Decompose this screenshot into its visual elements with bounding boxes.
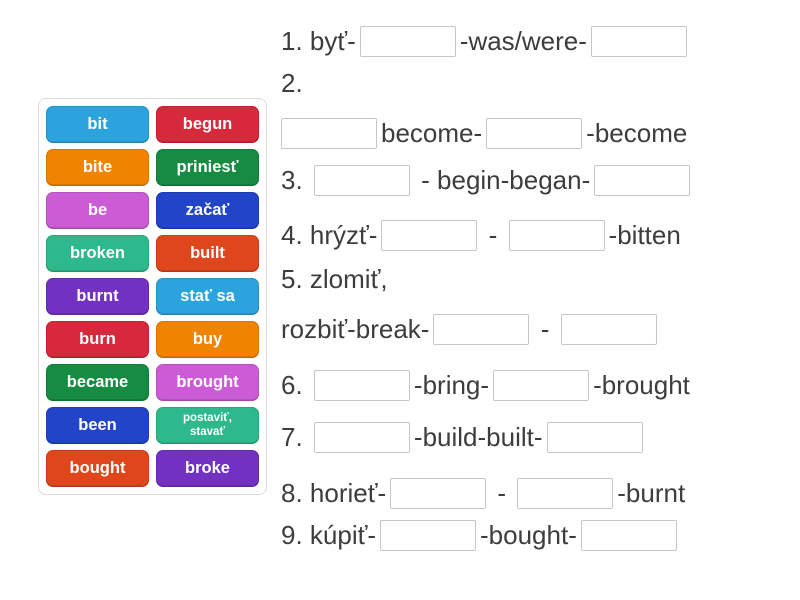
word-tile[interactable]: postaviť, stavať xyxy=(156,407,259,444)
exercise-text: 7. xyxy=(281,421,310,452)
answer-blank[interactable] xyxy=(381,219,478,251)
exercise-line-6: 6. -bring- -brought xyxy=(281,368,690,402)
answer-blank[interactable] xyxy=(486,117,583,149)
answer-blank[interactable] xyxy=(517,477,614,509)
answer-blank[interactable] xyxy=(560,313,657,345)
answer-blank[interactable] xyxy=(546,421,643,453)
word-tile[interactable]: broke xyxy=(156,450,259,487)
answer-blank[interactable] xyxy=(508,219,605,251)
exercise-text: 2. xyxy=(281,67,303,98)
exercise-text: -was/were- xyxy=(459,25,587,56)
word-tile[interactable]: bit xyxy=(46,106,149,143)
exercise-text: -bitten xyxy=(608,219,681,250)
exercise-text: - begin-began- xyxy=(413,164,591,195)
exercise-text: 6. xyxy=(281,369,310,400)
exercise-line-7: 7. -build-built- xyxy=(281,420,643,454)
answer-blank[interactable] xyxy=(313,369,410,401)
word-tile[interactable]: priniesť xyxy=(156,149,259,186)
exercise-text: -become xyxy=(586,117,688,148)
word-tile[interactable]: buy xyxy=(156,321,259,358)
word-tile[interactable]: burn xyxy=(46,321,149,358)
exercise-text: 1. byť- xyxy=(281,25,356,56)
exercise-text: 8. horieť- xyxy=(281,477,387,508)
exercise-line-5-cont: rozbiť-break- - xyxy=(281,312,657,346)
exercise-text: -burnt xyxy=(617,477,686,508)
exercise-line-3: 3. - begin-began- xyxy=(281,163,691,197)
exercise-line-5: 5. zlomiť, xyxy=(281,262,388,296)
exercise-text: rozbiť-break- xyxy=(281,313,430,344)
answer-blank[interactable] xyxy=(313,164,410,196)
word-tile[interactable]: built xyxy=(156,235,259,272)
answer-blank[interactable] xyxy=(359,25,456,57)
exercise-column: 1. byť- -was/were- 2. become- -become 3. - be… xyxy=(281,0,786,600)
answer-blank[interactable] xyxy=(580,519,677,551)
exercise-line-2: 2. xyxy=(281,66,303,100)
exercise-text: 3. xyxy=(281,164,310,195)
exercise-text: -bring- xyxy=(413,369,490,400)
answer-blank[interactable] xyxy=(433,313,530,345)
answer-blank[interactable] xyxy=(594,164,691,196)
exercise-line-2-cont: become- -become xyxy=(281,116,687,150)
word-tile[interactable]: bought xyxy=(46,450,149,487)
exercise-text: - xyxy=(490,477,514,508)
word-tile[interactable]: been xyxy=(46,407,149,444)
word-tile[interactable]: broken xyxy=(46,235,149,272)
answer-blank[interactable] xyxy=(281,117,377,149)
word-tile[interactable]: bite xyxy=(46,149,149,186)
answer-blank[interactable] xyxy=(493,369,590,401)
answer-blank[interactable] xyxy=(390,477,487,509)
word-tile[interactable]: be xyxy=(46,192,149,229)
exercise-line-1: 1. byť- -was/were- xyxy=(281,24,687,58)
exercise-text: -build-built- xyxy=(413,421,543,452)
word-tile[interactable]: začať xyxy=(156,192,259,229)
exercise-text: 5. zlomiť, xyxy=(281,263,388,294)
answer-blank[interactable] xyxy=(380,519,477,551)
exercise-text: become- xyxy=(381,117,483,148)
word-tile[interactable]: begun xyxy=(156,106,259,143)
answer-blank[interactable] xyxy=(313,421,410,453)
exercise-text: 9. kúpiť- xyxy=(281,519,377,550)
exercise-text: -brought xyxy=(593,369,690,400)
word-tile[interactable]: brought xyxy=(156,364,259,401)
exercise-text: 4. hrýzť- xyxy=(281,219,378,250)
word-tile[interactable]: stať sa xyxy=(156,278,259,315)
exercise-text: - xyxy=(533,313,557,344)
word-tile[interactable]: burnt xyxy=(46,278,149,315)
exercise-text: -bought- xyxy=(480,519,577,550)
exercise-line-4: 4. hrýzť- - -bitten xyxy=(281,218,681,252)
answer-blank[interactable] xyxy=(590,25,687,57)
exercise-line-9: 9. kúpiť- -bought- xyxy=(281,518,677,552)
exercise-line-8: 8. horieť- - -burnt xyxy=(281,476,685,510)
word-tile[interactable]: became xyxy=(46,364,149,401)
exercise-text: - xyxy=(481,219,505,250)
